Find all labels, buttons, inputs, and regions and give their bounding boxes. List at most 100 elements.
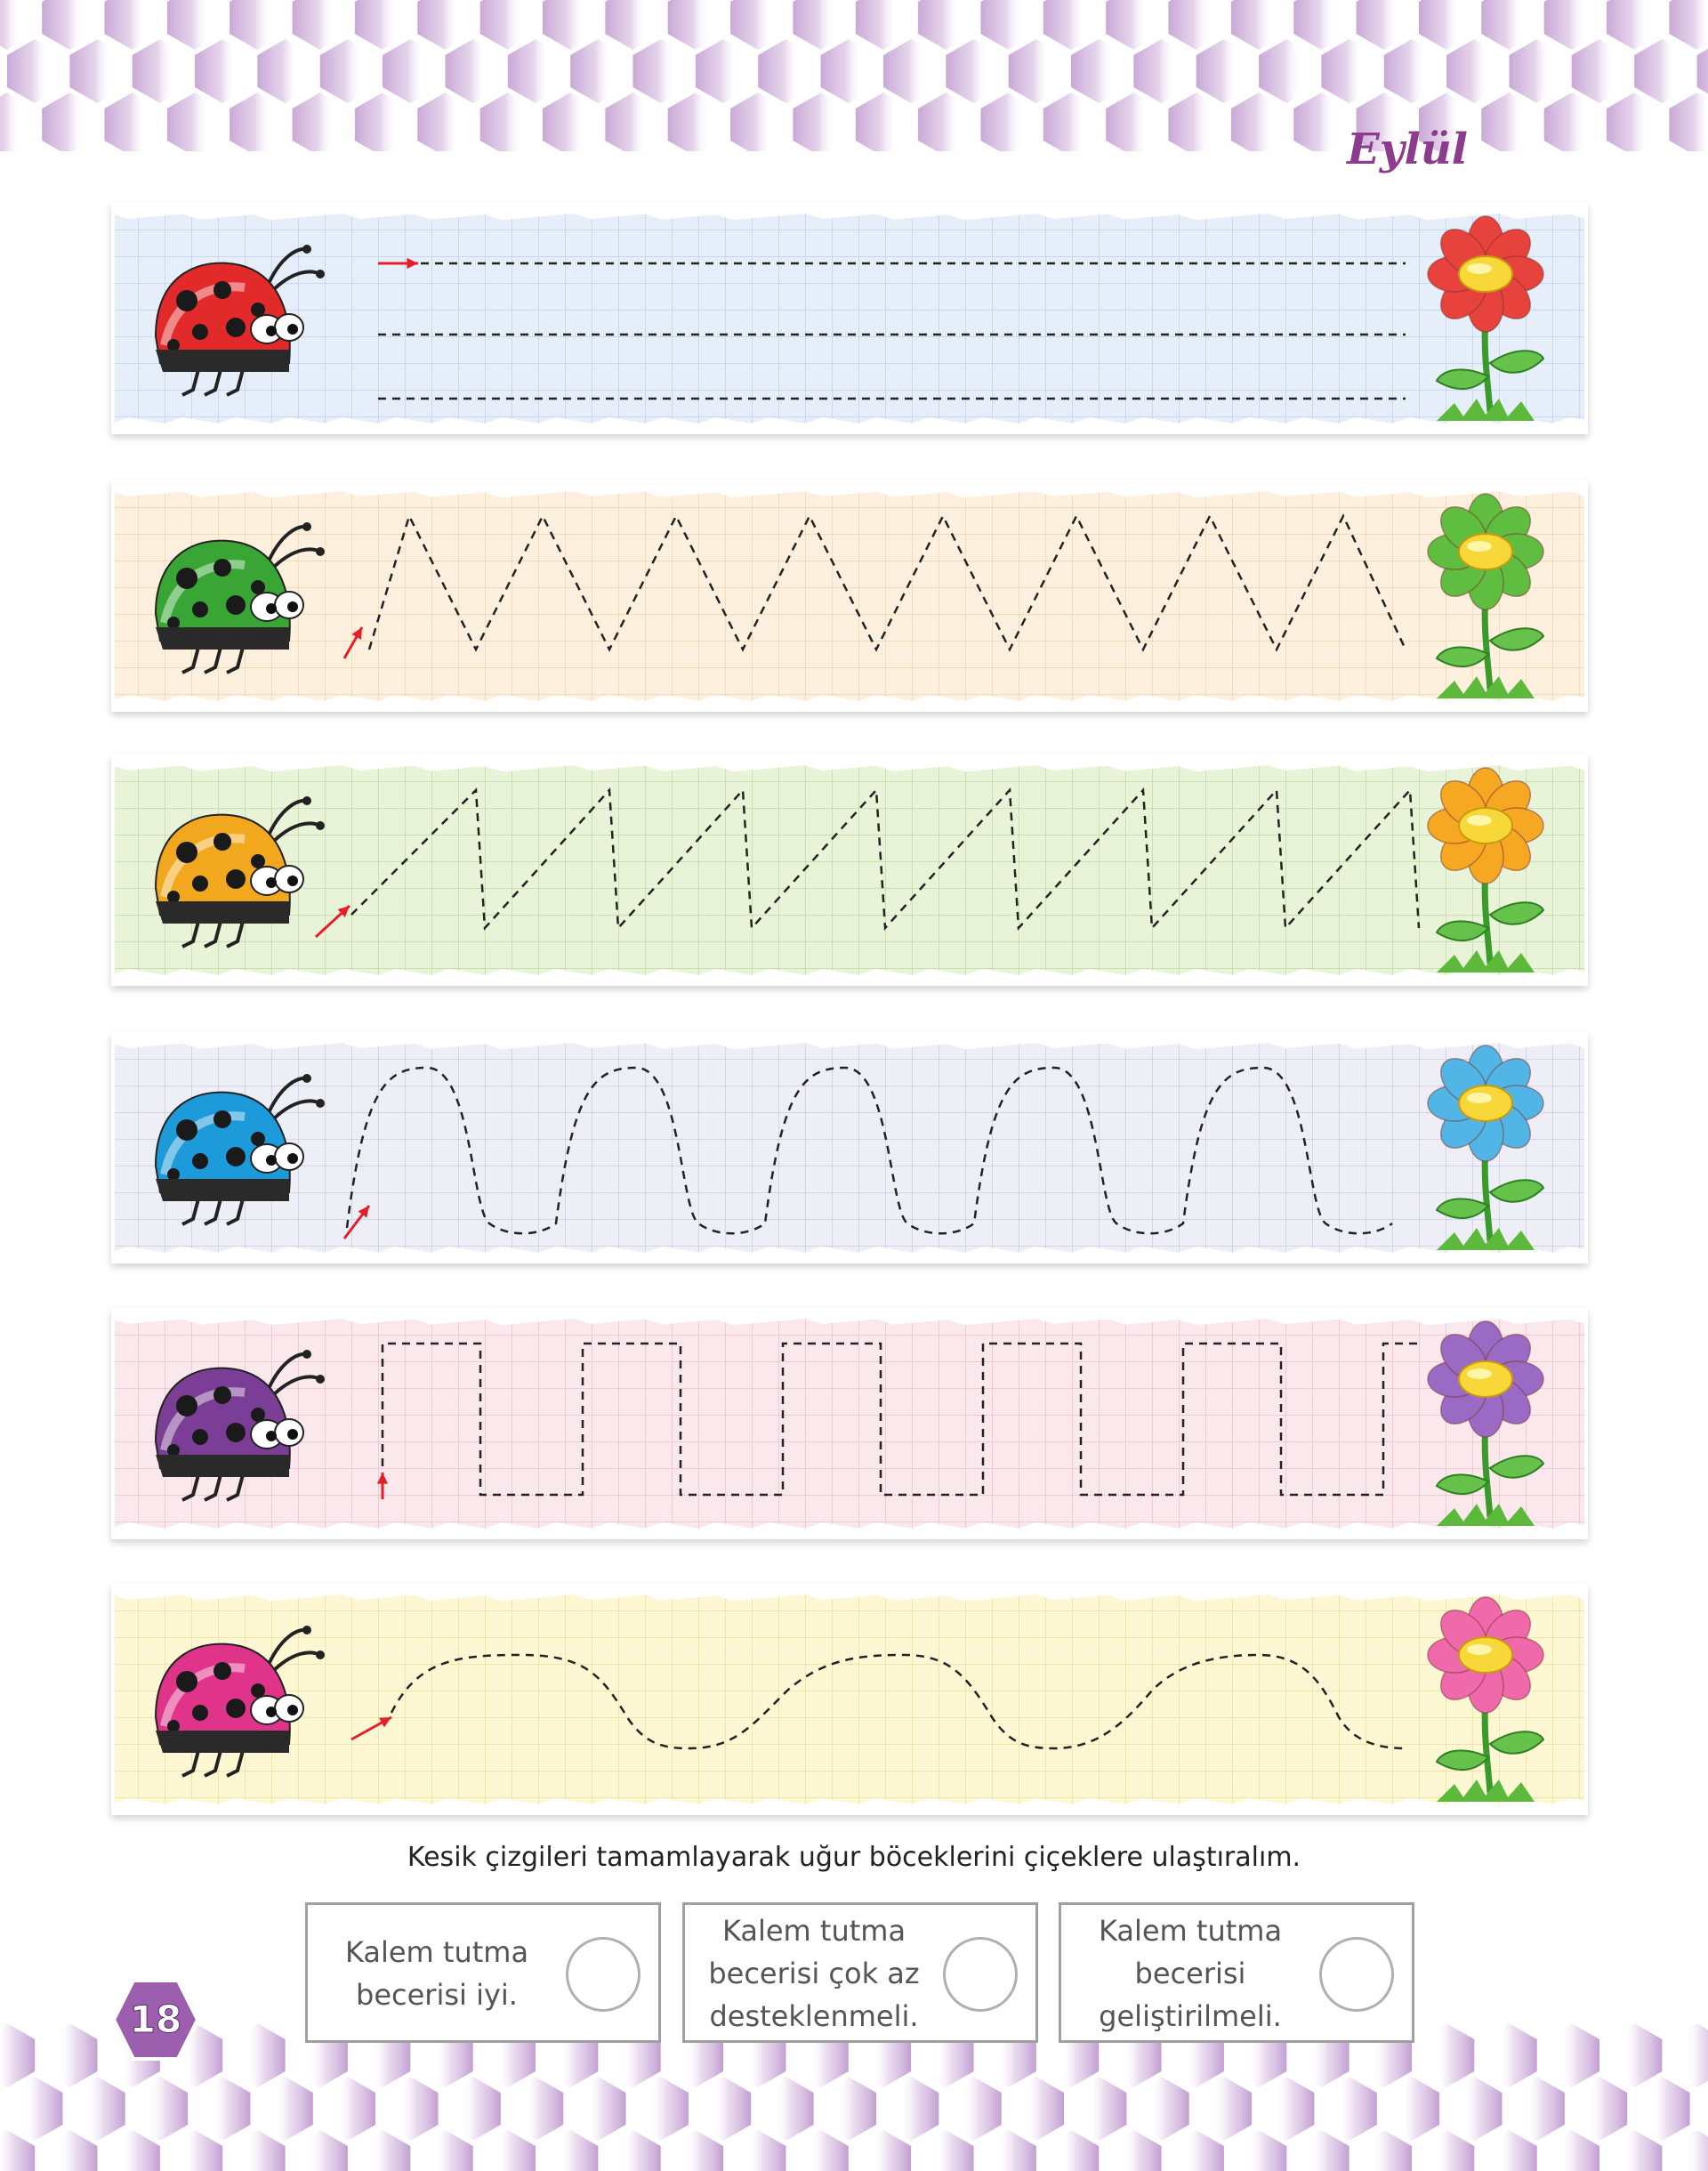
hexagon-shape xyxy=(1043,93,1100,151)
evaluation-checkbox[interactable] xyxy=(566,1937,640,2012)
hexagon-shape xyxy=(1481,2023,1537,2087)
hexagon-shape xyxy=(1196,39,1253,103)
hexagon-shape xyxy=(1356,93,1412,151)
evaluation-checkbox[interactable] xyxy=(943,1937,1018,2012)
tracing-path[interactable] xyxy=(390,1653,1406,1750)
hexagon-shape xyxy=(793,0,849,50)
hexagon-shape xyxy=(1230,2130,1287,2171)
hexagon-shape xyxy=(1419,2130,1475,2171)
hexagon-shape xyxy=(292,93,348,151)
hexagon-shape xyxy=(166,93,223,151)
hexagon-shape xyxy=(1321,39,1377,103)
hexagon-shape xyxy=(1106,93,1162,151)
hexagon-shape xyxy=(1607,2023,1663,2087)
tracing-strip-2 xyxy=(111,480,1588,712)
evaluation-label: Kalem tutma becerisi geliştirilmeli. xyxy=(1098,1914,1283,2033)
hexagon-shape xyxy=(230,2130,286,2171)
hexagon-shape xyxy=(1043,2130,1100,2171)
hexagon-shape xyxy=(1293,93,1349,151)
hexagon-shape xyxy=(605,93,661,151)
page-number: 18 xyxy=(130,1997,181,2041)
tracing-strip-6 xyxy=(111,1584,1588,1815)
hexagon-shape xyxy=(820,2077,876,2141)
hexagon-shape xyxy=(543,2130,599,2171)
hexagon-shape xyxy=(793,2130,849,2171)
hexagon-shape xyxy=(570,2077,626,2141)
hexagon-shape xyxy=(730,0,786,50)
hexagon-shape xyxy=(132,39,189,103)
hexagon-shape xyxy=(1446,39,1503,103)
hexagon-shape xyxy=(1571,2077,1628,2141)
hexagon-shape xyxy=(605,0,661,50)
hexagon-shape xyxy=(354,93,411,151)
hexagon-shape xyxy=(1133,39,1189,103)
hexagon-shape xyxy=(1230,93,1287,151)
hexagon-shape xyxy=(1259,2077,1315,2141)
hexagon-shape xyxy=(667,93,724,151)
ladybug xyxy=(154,1074,325,1226)
hexagon-shape xyxy=(1230,0,1287,50)
hexagon-shape xyxy=(1419,2023,1475,2087)
month-title: Eylül xyxy=(1347,125,1468,174)
hexagon-shape xyxy=(354,0,411,50)
grid-paper xyxy=(111,1039,1588,1256)
hexagon-shape xyxy=(1634,39,1690,103)
hexagon-shape xyxy=(1259,39,1315,103)
hexagon-shape xyxy=(1383,2077,1440,2141)
hexagon-shape xyxy=(319,2077,376,2141)
hexagon-shape xyxy=(918,93,974,151)
evaluation-label: Kalem tutma becerisi çok az desteklenmel… xyxy=(708,1914,920,2033)
hexagon-shape xyxy=(0,2130,36,2171)
ladybug xyxy=(154,245,325,397)
hexagon-shape xyxy=(793,93,849,151)
hexagon-shape xyxy=(855,93,912,151)
hexagon-shape xyxy=(1168,0,1224,50)
hexagon-shape xyxy=(383,39,439,103)
hexagon-shape xyxy=(1293,2130,1349,2171)
hexagon-shape xyxy=(42,0,98,50)
hexagon-shape xyxy=(1133,2077,1189,2141)
hexagon-shape xyxy=(667,2130,724,2171)
hexagon-shape xyxy=(980,0,1036,50)
tracing-path[interactable] xyxy=(345,1066,1393,1235)
hexagon-shape xyxy=(383,2077,439,2141)
hexagon-shape xyxy=(1008,39,1064,103)
hexagon-shape xyxy=(354,2130,411,2171)
hexagon-shape xyxy=(1607,0,1663,50)
hexagon-shape xyxy=(42,2023,98,2087)
hexagon-shape xyxy=(195,39,251,103)
tracing-path[interactable] xyxy=(367,512,1407,652)
hexagon-shape xyxy=(195,2077,251,2141)
grid-paper xyxy=(111,1591,1588,1808)
hexagon-shape xyxy=(1419,93,1475,151)
hexagon-shape xyxy=(543,0,599,50)
tracing-path[interactable] xyxy=(350,787,1421,932)
hexagon-shape xyxy=(1356,2130,1412,2171)
hexagon-shape xyxy=(632,39,689,103)
hexagon-shape xyxy=(0,2023,36,2087)
evaluation-checkbox[interactable] xyxy=(1319,1937,1394,2012)
hexagon-shape xyxy=(1509,2077,1565,2141)
hexagon-shape xyxy=(883,39,939,103)
hexagon-shape xyxy=(1481,0,1537,50)
top-hexagon-decoration xyxy=(0,0,1708,151)
hexagon-shape xyxy=(292,2130,348,2171)
ladybug xyxy=(154,1350,325,1502)
hexagon-shape xyxy=(695,2077,752,2141)
hexagon-shape xyxy=(479,2130,536,2171)
hexagon-shape xyxy=(1321,2077,1377,2141)
hexagon-shape xyxy=(1168,93,1224,151)
hexagon-shape xyxy=(292,0,348,50)
hexagon-shape xyxy=(980,93,1036,151)
hexagon-shape xyxy=(1669,2023,1708,2087)
tracing-path[interactable] xyxy=(381,1342,1419,1497)
grid-paper xyxy=(111,1315,1588,1532)
grid-paper xyxy=(111,210,1588,427)
hexagon-shape xyxy=(1509,39,1565,103)
hexagon-shape xyxy=(695,39,752,103)
hexagon-shape xyxy=(1634,2077,1690,2141)
hexagon-shape xyxy=(1696,2086,1708,2132)
hexagon-shape xyxy=(1071,39,1127,103)
flower xyxy=(1427,1320,1545,1526)
evaluation-label: Kalem tutma becerisi iyi. xyxy=(344,1935,529,2012)
